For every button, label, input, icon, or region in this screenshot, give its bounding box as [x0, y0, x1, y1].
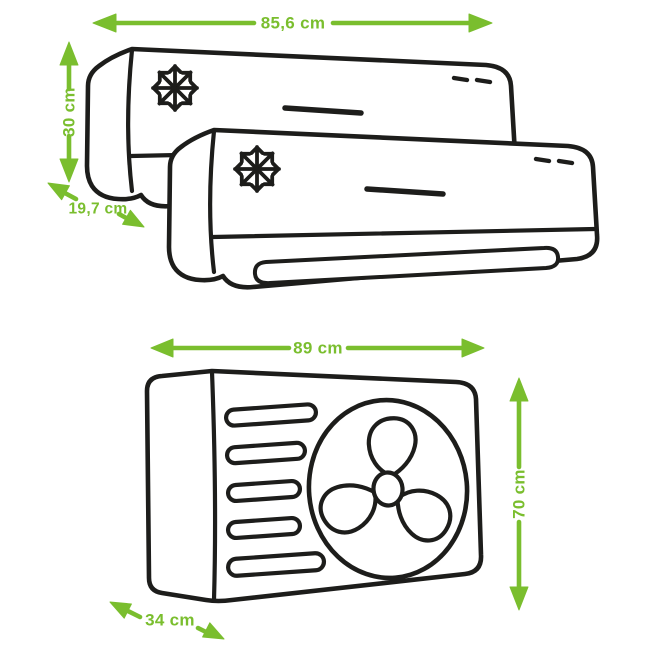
outdoor-unit-vent-slats: [223, 402, 327, 578]
indoor-unit-front: [169, 130, 597, 287]
outdoor-width-arrow: [150, 338, 485, 358]
fan-icon: [306, 397, 470, 581]
outdoor-height-label: 70 cm: [509, 469, 529, 519]
outdoor-unit-side-line: [209, 369, 218, 603]
indoor-width-label: 85,6 cm: [260, 13, 326, 33]
indoor-depth-label: 19,7 cm: [68, 200, 128, 218]
fan-hub: [371, 470, 405, 508]
outdoor-unit: [144, 368, 484, 604]
outdoor-width-label: 89 cm: [293, 338, 343, 358]
indoor-width-arrow: [92, 13, 493, 33]
indoor-height-arrow: [59, 41, 79, 183]
indoor-depth-arrow: [47, 182, 145, 228]
outdoor-height-arrow: [509, 377, 529, 611]
outdoor-depth-arrow: [109, 601, 225, 640]
indoor-height-label: 30 cm: [59, 87, 79, 137]
outdoor-depth-label: 34 cm: [145, 610, 195, 630]
